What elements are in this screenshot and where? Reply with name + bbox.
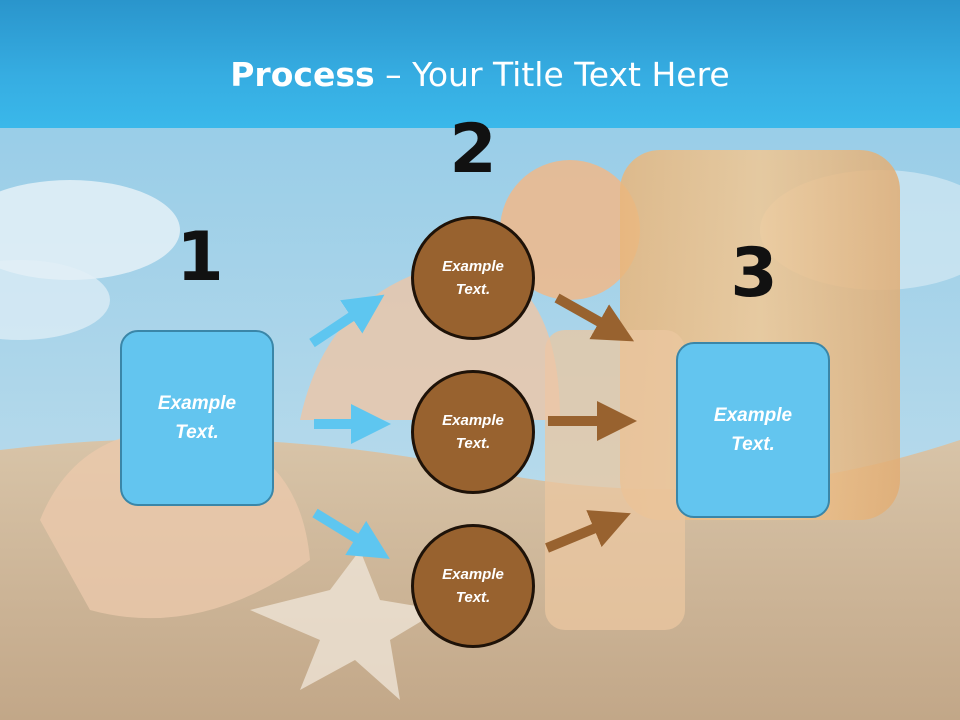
step-3-text: Example Text. — [713, 405, 793, 455]
step-3-box[interactable]: Example Text. — [676, 342, 830, 518]
step-2-circle-3[interactable]: Example Text. — [411, 524, 535, 648]
step-2-circle-3-text: Example Text. — [442, 566, 504, 606]
step-2-circle-2[interactable]: Example Text. — [411, 370, 535, 494]
step-1-text: Example Text. — [157, 393, 237, 443]
step-3-number: 3 — [730, 234, 778, 313]
title-bar — [0, 0, 960, 128]
title-bold: Process — [230, 55, 375, 94]
step-2-circle-1[interactable]: Example Text. — [411, 216, 535, 340]
title-rest: – Your Title Text Here — [374, 55, 730, 94]
step-1-box[interactable]: Example Text. — [120, 330, 274, 506]
step-1-number: 1 — [176, 218, 224, 297]
step-2-circle-2-text: Example Text. — [442, 412, 504, 452]
slide-title: Process – Your Title Text Here — [0, 54, 960, 96]
step-2-number: 2 — [449, 110, 497, 189]
step-2-circle-1-text: Example Text. — [442, 258, 504, 298]
